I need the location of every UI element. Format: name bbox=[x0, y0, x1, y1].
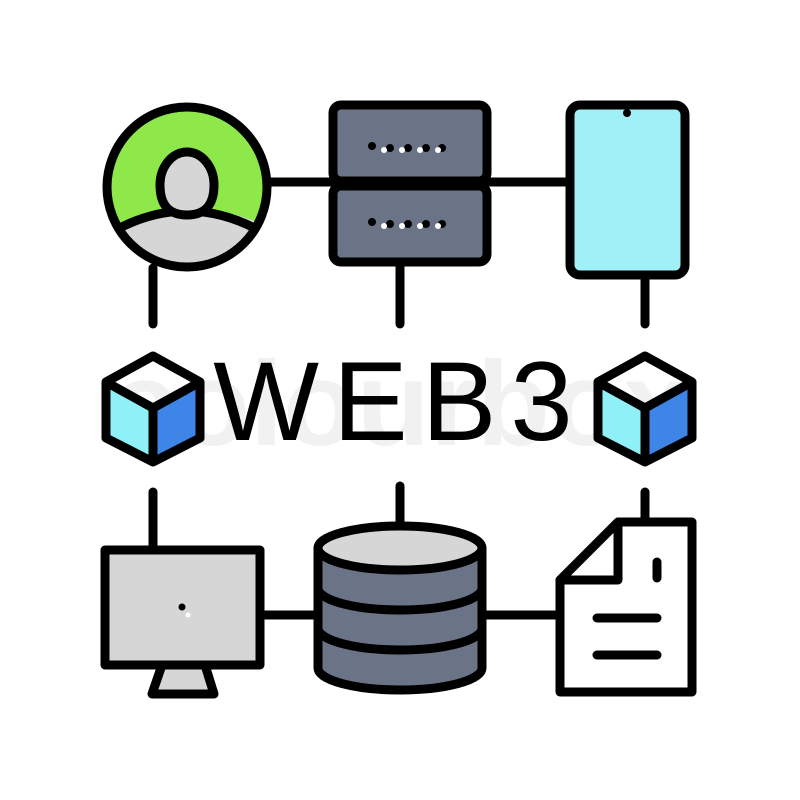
user-avatar-icon bbox=[102, 102, 272, 272]
database-icon bbox=[313, 521, 487, 695]
blockchain-cube-icon-right bbox=[593, 351, 697, 467]
blockchain-cube-icon-left bbox=[101, 351, 205, 467]
connectors bbox=[148, 177, 650, 620]
web3-title: WEB3 bbox=[213, 339, 586, 464]
watermark: colourbox bbox=[110, 337, 690, 471]
document-icon bbox=[555, 517, 697, 697]
smartphone-icon bbox=[565, 100, 690, 280]
desktop-monitor-icon bbox=[100, 545, 265, 699]
server-icon bbox=[328, 100, 492, 267]
